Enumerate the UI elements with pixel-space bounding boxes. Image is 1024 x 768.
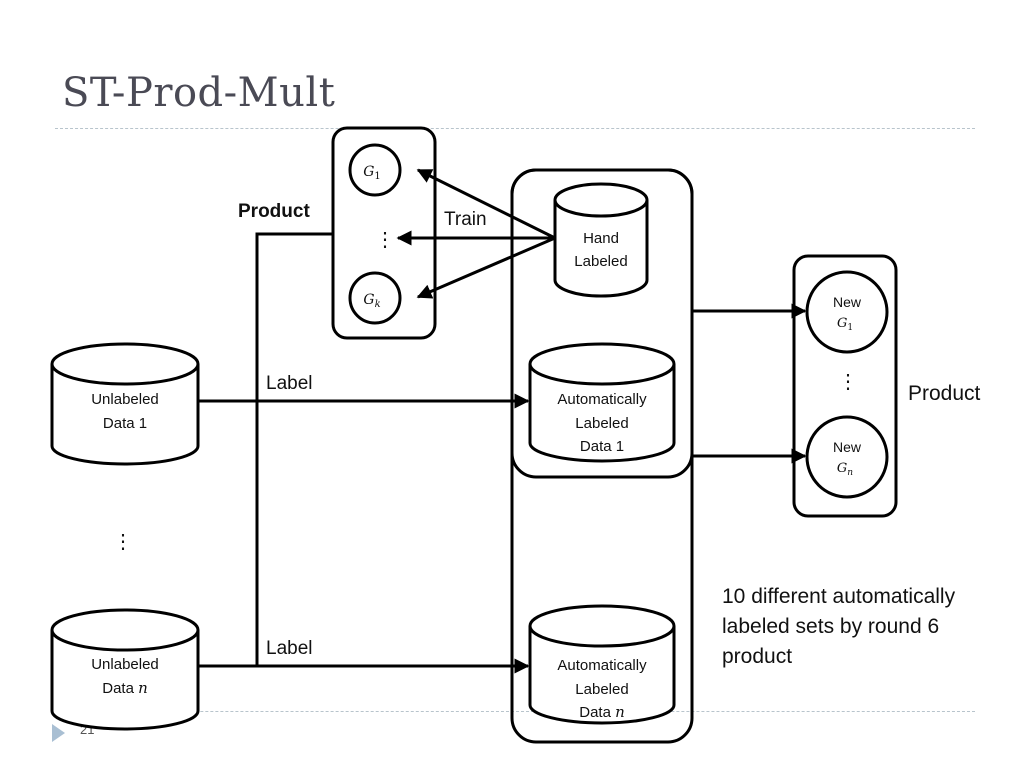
svg-text:Unlabeled: Unlabeled xyxy=(91,391,159,408)
new-gn-prefix: New xyxy=(833,439,862,455)
unlabeled-data-n-cylinder: Unlabeled Data n xyxy=(50,608,200,731)
unlabeled-data-1-cylinder: Unlabeled Data 1 xyxy=(50,342,200,466)
svg-text:Automatically: Automatically xyxy=(557,657,647,674)
grammar-gk-node xyxy=(348,271,402,325)
label-arrow-1-text: Label xyxy=(266,373,313,394)
svg-text:Labeled: Labeled xyxy=(575,415,628,432)
label-arrow-n-text: Label xyxy=(266,638,313,659)
grammar-g1-label: G1 xyxy=(363,164,381,182)
svg-text:Hand: Hand xyxy=(583,230,619,247)
svg-text:Data 1: Data 1 xyxy=(103,415,147,432)
new-gn-label: Gn xyxy=(837,461,853,478)
grammar-gk-label: Gk xyxy=(363,292,380,310)
slide-title: ST-Prod-Mult xyxy=(62,70,336,116)
hand-labeled-cylinder: Hand Labeled xyxy=(553,182,649,298)
footer-divider xyxy=(55,711,975,712)
svg-text:Automatically: Automatically xyxy=(557,391,647,408)
summary-note: 10 different automatically labeled sets … xyxy=(722,585,956,668)
auto-labeled-data-1-cylinder: Automatically Labeled Data 1 xyxy=(528,342,676,463)
train-arrow-g1 xyxy=(416,168,556,240)
new-g1-prefix: New xyxy=(833,294,862,310)
title-divider xyxy=(55,128,975,129)
svg-text:Data n: Data n xyxy=(579,703,625,721)
product-connector xyxy=(255,232,333,667)
new-g1-label: G1 xyxy=(837,316,853,333)
svg-text:Unlabeled: Unlabeled xyxy=(91,656,159,673)
train-arrow-gk xyxy=(416,236,556,299)
svg-text:Data n: Data n xyxy=(102,679,148,697)
auto-labeled-data-n-cylinder: Automatically Labeled Data n xyxy=(528,604,676,725)
svg-text:Data 1: Data 1 xyxy=(580,438,624,455)
new-gn-node xyxy=(805,415,889,499)
new-g1-node xyxy=(805,270,889,354)
training-set-box xyxy=(510,168,694,479)
grammar-ellipsis: ⋮ xyxy=(375,229,395,251)
product-label-right: Product xyxy=(908,382,981,405)
product-label-left: Product xyxy=(238,201,310,222)
unlabeled-ellipsis: ⋮ xyxy=(113,531,133,553)
slide-marker-icon xyxy=(52,724,65,742)
svg-text:Labeled: Labeled xyxy=(575,681,628,698)
new-grammar-ellipsis: ⋮ xyxy=(838,371,858,393)
svg-text:Labeled: Labeled xyxy=(574,253,627,270)
new-grammar-group-box xyxy=(792,254,898,518)
train-label: Train xyxy=(444,209,487,230)
grammar-g1-node xyxy=(348,143,402,197)
